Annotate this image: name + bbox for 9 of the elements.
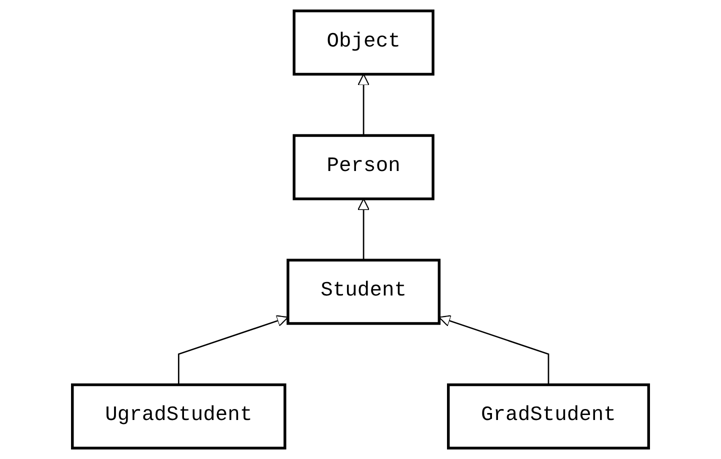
node-box: Student bbox=[286, 258, 441, 325]
arrow bbox=[358, 198, 370, 260]
arrow bbox=[178, 315, 288, 385]
arrow bbox=[438, 315, 550, 385]
arrow bbox=[358, 74, 370, 136]
node-box: GradStudent bbox=[446, 383, 650, 450]
node-box: UgradStudent bbox=[71, 383, 286, 450]
node-box: Object bbox=[292, 10, 434, 76]
node-box: Person bbox=[292, 134, 434, 200]
